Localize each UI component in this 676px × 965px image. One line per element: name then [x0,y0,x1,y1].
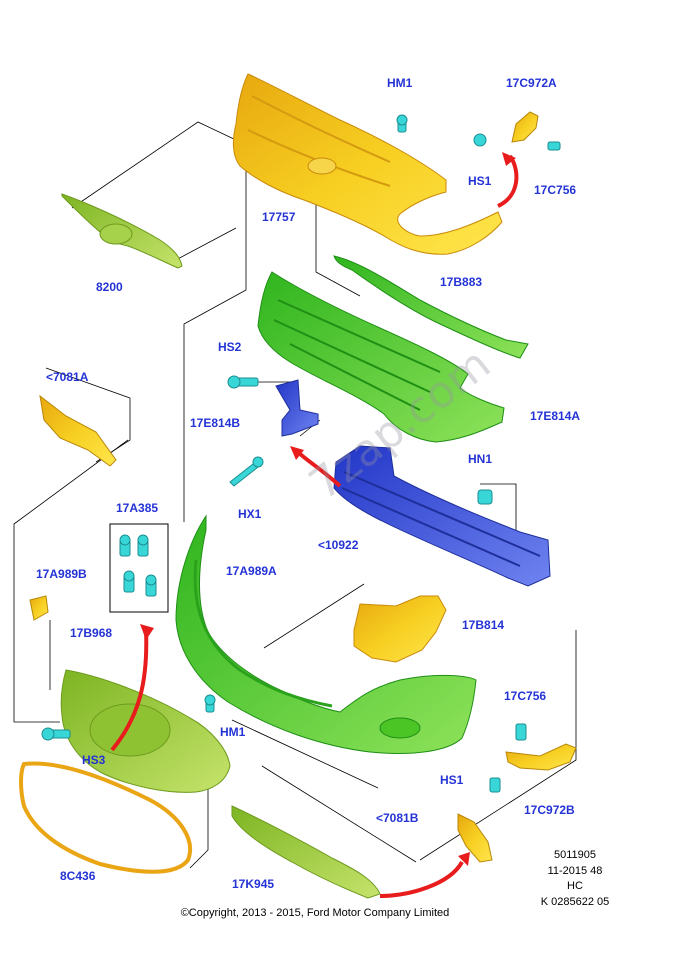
bumper-cover-upper-17757 [232,73,503,255]
label-17b968: 17B968 [70,626,113,640]
label-8c436: 8C436 [60,869,96,883]
grille-8200 [61,193,183,269]
label-17b814: 17B814 [462,618,505,632]
bracket-17c972b [505,743,577,771]
bracket-7081b [457,813,493,863]
meta-line-1: 5011905 [553,849,596,861]
connector-lines [13,121,577,869]
label-hm1-top: HM1 [387,76,413,90]
lower-grille-17b968 [60,669,231,793]
label-8200: 8200 [96,280,123,294]
label-7081a: <7081A [46,370,89,384]
screw-set-17a385 [109,523,169,613]
label-10922: <10922 [318,538,359,552]
label-17k945: 17K945 [232,877,275,891]
fasteners [41,114,561,793]
label-17c972b: 17C972B [524,803,575,817]
copyright: ©Copyright, 2013 - 2015, Ford Motor Comp… [180,907,450,919]
meta-line-3: HC [567,880,583,892]
bracket-17c972a [511,111,539,143]
label-hs2: HS2 [218,340,242,354]
label-17e814b: 17E814B [190,416,241,430]
label-17757: 17757 [262,210,296,224]
label-hn1: HN1 [468,452,493,466]
bumper-beam-10922 [333,445,551,587]
label-17a385: 17A385 [116,501,159,515]
label-17a989b: 17A989B [36,567,87,581]
label-hs1-bottom: HS1 [440,773,464,787]
strip-17k945 [231,805,381,899]
label-17e814a: 17E814A [530,409,581,423]
bumper-cover-lower-17a989a [175,514,477,754]
label-hs3: HS3 [82,753,106,767]
label-hx1: HX1 [238,507,262,521]
bracket-7081a [39,394,117,467]
meta-line-2: 11-2015 48 [547,865,603,877]
label-17b883: 17B883 [440,275,483,289]
label-17a989a: 17A989A [226,564,277,578]
bracket-17b814 [353,595,447,663]
label-hs1-top: HS1 [468,174,492,188]
label-17c972a: 17C972A [506,76,557,90]
meta-line-4: K 0285622 05 [540,896,610,908]
label-17c756-top: 17C756 [534,183,577,197]
gasket-8c436 [19,761,192,874]
reinforcement-frame [257,255,529,443]
bracket-17e814b [275,379,319,437]
clip-17a989b [29,595,49,621]
label-7081b: <7081B [376,811,419,825]
arrow-heads [140,152,516,866]
label-hm1-bottom: HM1 [220,725,246,739]
label-17c756-bottom: 17C756 [504,689,547,703]
